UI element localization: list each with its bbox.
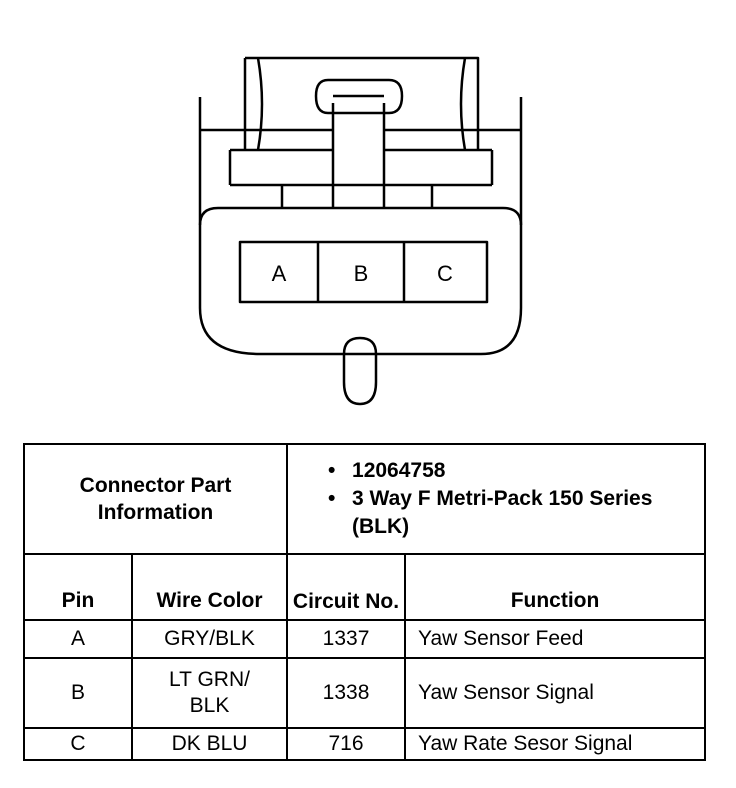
part-info-label: Connector Part Information (22, 443, 289, 555)
circuit-cell: 716 (286, 727, 407, 761)
pin-cavity-frame (238, 240, 489, 304)
wire-color-cell: DK BLU (130, 727, 289, 761)
part-info-row: Connector Part Information • 12064758 • … (22, 443, 707, 555)
bullet: • (328, 487, 336, 510)
circuit-cell: 1337 (286, 619, 407, 659)
wire-color-cell: LT GRN/ BLK (130, 657, 289, 729)
table-row: C DK BLU 716 Yaw Rate Sesor Signal (23, 727, 707, 761)
pin-label-b: B (354, 261, 369, 286)
connector-info-table: Connector Part Information • 12064758 • … (22, 443, 707, 761)
connector-latch (243, 56, 480, 150)
table-row: A GRY/BLK 1337 Yaw Sensor Feed (23, 619, 707, 659)
latch-tab (331, 103, 386, 208)
header-row: Pin Wire Color Circuit No. Function (23, 553, 707, 621)
pin-cell: B (23, 657, 133, 729)
part-detail-item: • 3 Way F Metri-Pack 150 Series (BLK) (328, 485, 704, 541)
header-circuit-no: Circuit No. (286, 553, 407, 621)
part-detail-item: • 12064758 (328, 457, 704, 485)
part-info-details: • 12064758 • 3 Way F Metri-Pack 150 Seri… (286, 443, 707, 555)
header-pin: Pin (23, 553, 133, 621)
function-cell: Yaw Sensor Feed (404, 619, 707, 659)
pin-label-a: A (272, 261, 287, 286)
part-number: 12064758 (352, 459, 446, 482)
wire-color-cell: GRY/BLK (130, 619, 289, 659)
connector-housing (198, 97, 523, 356)
circuit-cell: 1338 (286, 657, 407, 729)
header-function: Function (404, 553, 707, 621)
table-row: B LT GRN/ BLK 1338 Yaw Sensor Signal (23, 657, 707, 729)
pin-cell: A (23, 619, 133, 659)
pin-label-c: C (437, 261, 453, 286)
connector-key-tab (342, 354, 378, 406)
header-wire-color: Wire Color (130, 553, 289, 621)
function-cell: Yaw Sensor Signal (404, 657, 707, 729)
part-description: 3 Way F Metri-Pack 150 Series (BLK) (352, 487, 653, 538)
pin-cell: C (23, 727, 133, 761)
function-cell: Yaw Rate Sesor Signal (404, 727, 707, 761)
bullet: • (328, 459, 336, 482)
connector-diagram: A B C (198, 56, 523, 406)
